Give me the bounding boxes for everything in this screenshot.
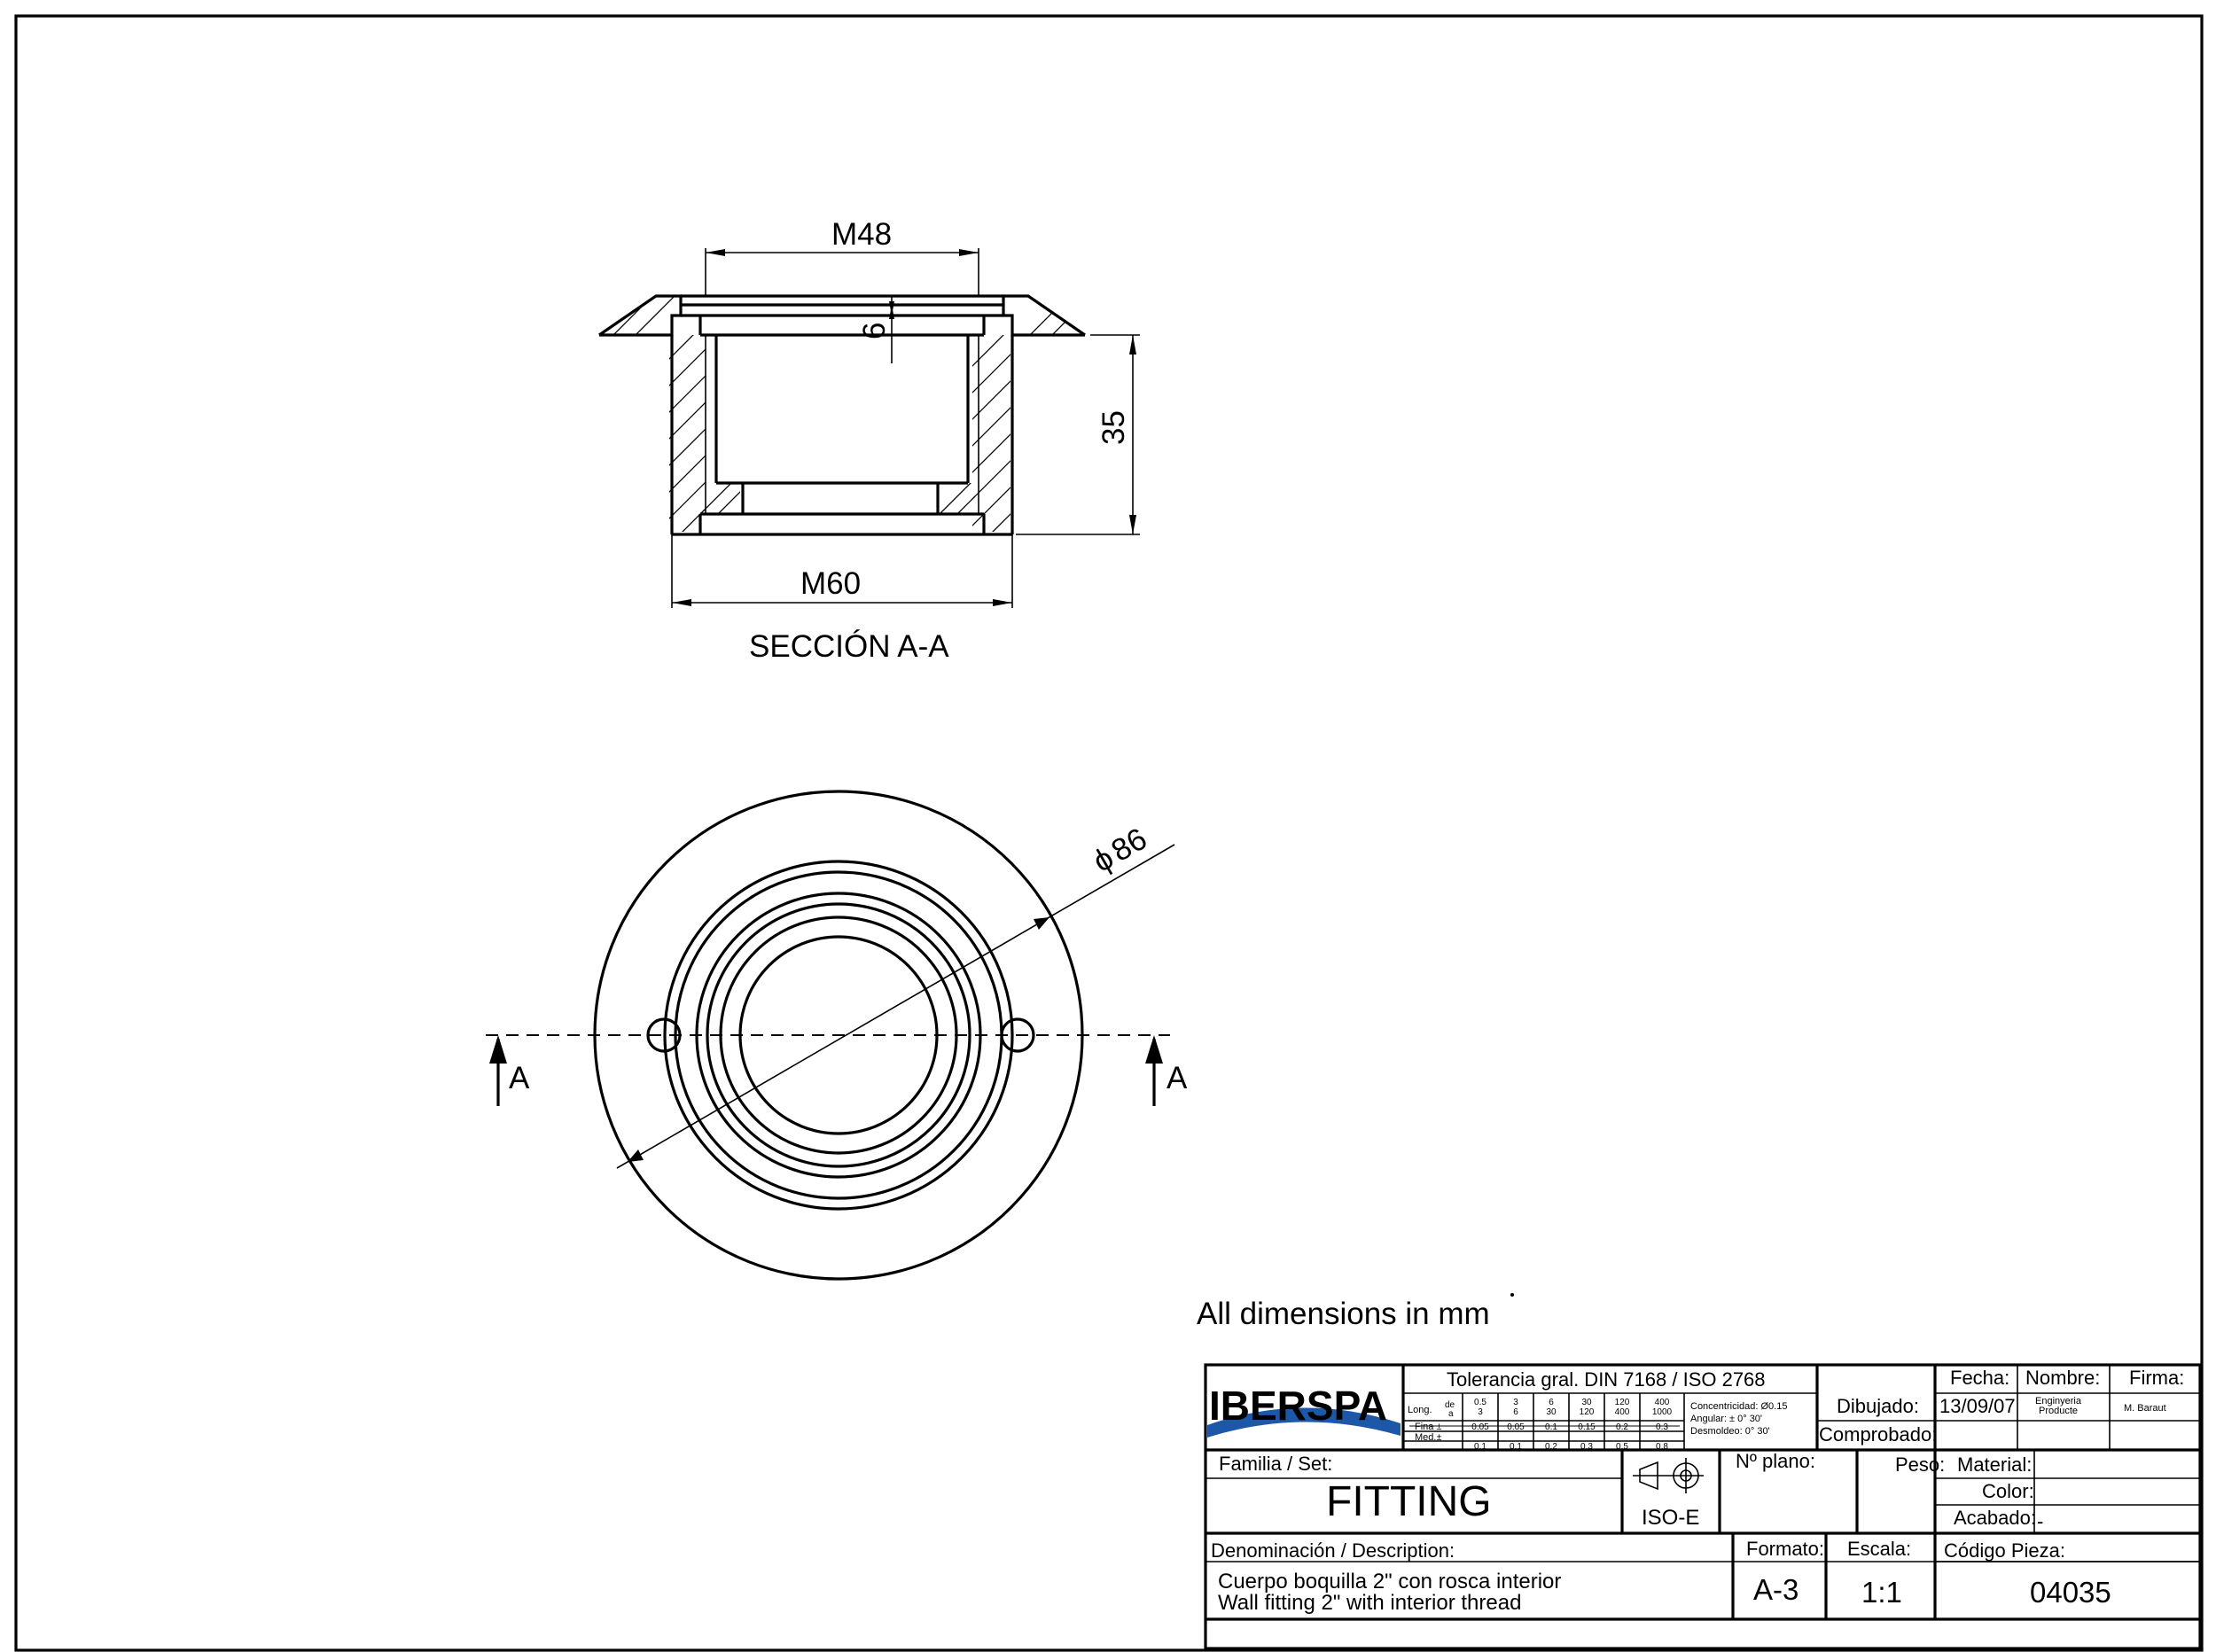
svg-text:Concentricidad: Ø0.15: Concentricidad: Ø0.15 — [1690, 1401, 1787, 1412]
svg-text:ISO-E: ISO-E — [1642, 1506, 1699, 1530]
tolerance-med-value: 0.1 — [1474, 1442, 1486, 1452]
sheet-border — [14, 14, 2204, 1652]
units-note: All dimensions in mm — [1197, 1297, 1490, 1331]
svg-text:de: de — [1445, 1400, 1455, 1410]
hatch-left — [669, 335, 706, 532]
tolerance-col-to: 3 — [1478, 1407, 1483, 1417]
section-mark-right: A — [1167, 1061, 1188, 1095]
tolerance-med-value: 0.5 — [1616, 1442, 1628, 1452]
projection-symbol — [1633, 1458, 1704, 1493]
codigo-value: 04035 — [2030, 1576, 2111, 1609]
tolerance-col-from: 30 — [1581, 1398, 1592, 1407]
svg-text:Long.: Long. — [1408, 1405, 1432, 1415]
svg-text:Enginyeria: Enginyeria — [2035, 1396, 2082, 1407]
svg-text:Denominación / Description:: Denominación / Description: — [1211, 1539, 1455, 1562]
tolerance-col-to: 120 — [1580, 1407, 1595, 1417]
tolerance-col-from: 6 — [1549, 1398, 1554, 1407]
svg-text:Fina ±: Fina ± — [1415, 1422, 1442, 1432]
svg-text:Acabado:: Acabado: — [1954, 1507, 2036, 1529]
svg-text:A-3: A-3 — [1753, 1573, 1799, 1606]
svg-text:Fecha:: Fecha: — [1950, 1367, 2009, 1389]
tolerance-col-to: 6 — [1513, 1407, 1518, 1417]
tolerance-col-to: 30 — [1546, 1407, 1557, 1417]
tolerance-col-from: 400 — [1655, 1398, 1670, 1407]
svg-text:-: - — [2037, 1510, 2043, 1532]
tolerance-table: Long. de a 0.530.050.1360.050.16300.10.2… — [1403, 1393, 1787, 1452]
svg-text:Peso:: Peso: — [1895, 1453, 1945, 1476]
svg-text:Escala:: Escala: — [1847, 1538, 1911, 1560]
svg-text:Firma:: Firma: — [2129, 1367, 2184, 1389]
tolerance-med-value: 0.1 — [1510, 1442, 1522, 1452]
tolerance-med-value: 0.3 — [1580, 1442, 1593, 1452]
section-view: M48 6 35 M60 SECCIÓN A-A — [598, 217, 1140, 664]
tolerance-fina-value: 0.2 — [1616, 1422, 1628, 1432]
svg-text:Formato:: Formato: — [1746, 1538, 1824, 1560]
iberspa-logo: IBERSPA — [1207, 1383, 1401, 1438]
tolerance-med-value: 0.8 — [1656, 1442, 1668, 1452]
dim-height: 35 — [1096, 410, 1131, 445]
svg-text:Familia / Set:: Familia / Set: — [1219, 1453, 1332, 1475]
svg-text:a: a — [1448, 1409, 1454, 1419]
svg-text:Desmoldeo: 0° 30': Desmoldeo: 0° 30' — [1690, 1426, 1770, 1437]
svg-text:Nº plano:: Nº plano: — [1736, 1450, 1815, 1472]
svg-text:Color:: Color: — [1982, 1480, 2034, 1502]
plan-view: A A ϕ 86 — [486, 790, 1188, 1281]
dim-m48: M48 — [831, 217, 892, 252]
svg-text:Comprobado:: Comprobado: — [1819, 1423, 1937, 1446]
tolerance-col-to: 1000 — [1652, 1407, 1673, 1417]
svg-text:Nombre:: Nombre: — [2025, 1367, 2100, 1389]
svg-text:IBERSPA: IBERSPA — [1209, 1383, 1387, 1429]
tolerance-fina-value: 0.1 — [1545, 1422, 1557, 1432]
svg-text:Wall fitting 2" with interior: Wall fitting 2" with interior thread — [1218, 1591, 1521, 1615]
svg-text:Cuerpo boquilla 2" con rosca i: Cuerpo boquilla 2" con rosca interior — [1218, 1570, 1561, 1594]
tolerance-col-from: 0.5 — [1474, 1398, 1486, 1407]
tolerance-fina-value: 0.3 — [1656, 1422, 1668, 1432]
tolerance-title: Tolerancia gral. DIN 7168 / ISO 2768 — [1447, 1368, 1766, 1391]
tolerance-col-from: 120 — [1615, 1398, 1630, 1407]
dim-depth: 6 — [857, 323, 892, 339]
section-mark-left: A — [509, 1061, 530, 1095]
familia-value: FITTING — [1326, 1478, 1492, 1525]
svg-text:13/09/07: 13/09/07 — [1939, 1395, 2016, 1417]
section-caption: SECCIÓN A-A — [749, 629, 949, 664]
svg-text:Código Pieza:: Código Pieza: — [1944, 1539, 2065, 1562]
svg-text:Material:: Material: — [1957, 1453, 2032, 1476]
tolerance-fina-value: 0.15 — [1578, 1422, 1596, 1432]
svg-text:1:1: 1:1 — [1861, 1576, 1902, 1609]
tolerance-fina-value: 0.05 — [1471, 1422, 1489, 1432]
tolerance-fina-value: 0.05 — [1507, 1422, 1525, 1432]
tolerance-med-value: 0.2 — [1545, 1442, 1557, 1452]
svg-text:Med.±: Med.± — [1415, 1432, 1442, 1443]
title-block: IBERSPA Tolerancia gral. DIN 7168 / ISO … — [1204, 1363, 2202, 1650]
svg-text:M. Baraut: M. Baraut — [2124, 1403, 2166, 1414]
svg-text:Producte: Producte — [2039, 1406, 2078, 1416]
dim-m60: M60 — [800, 566, 861, 601]
tolerance-col-from: 3 — [1513, 1398, 1518, 1407]
svg-text:Dibujado:: Dibujado: — [1837, 1395, 1919, 1417]
hatch-right — [972, 335, 1010, 532]
svg-text:Angular: ± 0° 30': Angular: ± 0° 30' — [1690, 1414, 1762, 1424]
tolerance-col-to: 400 — [1615, 1407, 1630, 1417]
